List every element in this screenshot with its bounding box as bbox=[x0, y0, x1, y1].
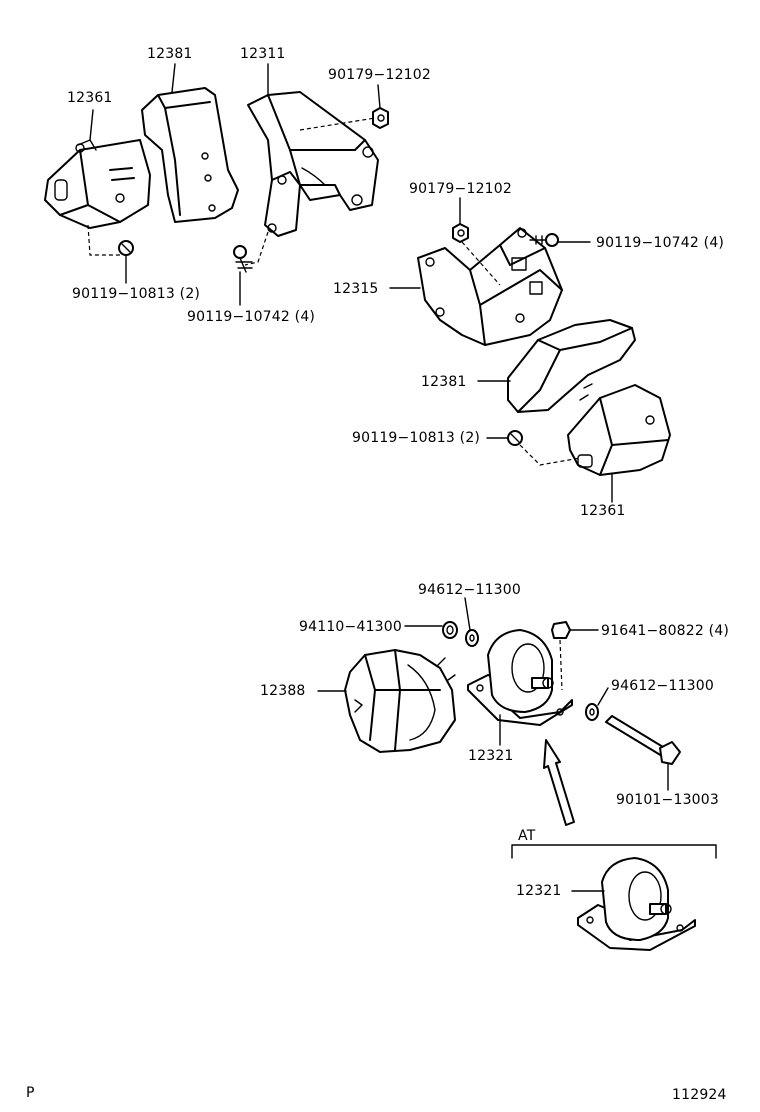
dash-90119-10742-top bbox=[244, 231, 269, 266]
bracket-12315 bbox=[417, 227, 563, 346]
label-12381-top: 12381 bbox=[147, 46, 193, 62]
bolt-90119-10813-mid bbox=[507, 430, 523, 446]
label-12388: 12388 bbox=[260, 683, 306, 699]
engine-mount-12321 bbox=[467, 629, 573, 726]
leader-94612-top bbox=[464, 597, 471, 631]
label-90119-10742-right: 90119−10742 (4) bbox=[596, 235, 725, 251]
bolt-90119-10813-top bbox=[118, 240, 134, 256]
label-90179-12102-top: 90179−12102 bbox=[328, 67, 432, 83]
label-94110-41300: 94110−41300 bbox=[299, 619, 403, 635]
label-12361-mid: 12361 bbox=[580, 503, 626, 519]
bolt-90119-10742-right bbox=[529, 233, 559, 247]
corner-label-left: P bbox=[26, 1085, 35, 1101]
label-12315: 12315 bbox=[333, 281, 379, 297]
dash-90179-mid bbox=[461, 241, 501, 286]
engine-mount-12321-at bbox=[577, 857, 696, 951]
label-90179-12102-mid: 90179−12102 bbox=[409, 181, 513, 197]
label-94612-11300-right: 94612−11300 bbox=[611, 678, 715, 694]
leader-94612-right bbox=[597, 687, 609, 706]
label-12381-mid: 12381 bbox=[421, 374, 467, 390]
label-12311: 12311 bbox=[240, 46, 286, 62]
label-12361-top: 12361 bbox=[67, 90, 113, 106]
label-91641-80822: 91641−80822 (4) bbox=[601, 623, 730, 639]
engine-mount-12361-mid bbox=[567, 383, 671, 476]
leader-12381-top bbox=[171, 63, 176, 93]
insulator-12381-mid bbox=[507, 319, 636, 413]
bolt-91641-80822 bbox=[551, 621, 571, 691]
bracket-12311 bbox=[247, 91, 379, 237]
engine-mount-12361-top bbox=[44, 139, 151, 229]
label-90119-10813-mid: 90119−10813 (2) bbox=[352, 430, 481, 446]
housing-12388 bbox=[344, 649, 456, 753]
label-90101-13003: 90101−13003 bbox=[616, 792, 720, 808]
corner-label-right: 112924 bbox=[672, 1087, 727, 1103]
label-12321-main: 12321 bbox=[468, 748, 514, 764]
leader-90179-top bbox=[377, 84, 381, 109]
insulator-12381-top bbox=[141, 87, 239, 223]
washer-94612-11300-right bbox=[585, 703, 599, 721]
at-bracket-line bbox=[511, 844, 717, 859]
dash-90119-10813-mid bbox=[519, 444, 581, 466]
label-90119-10813-top: 90119−10813 (2) bbox=[72, 286, 201, 302]
arrow-up bbox=[543, 739, 575, 826]
label-at: AT bbox=[518, 828, 536, 844]
bolt-90101-13003 bbox=[605, 715, 681, 765]
leader-12361-top bbox=[89, 109, 94, 141]
nut-90179-12102-mid bbox=[452, 223, 469, 243]
label-12321-at: 12321 bbox=[516, 883, 562, 899]
washer-94612-11300-top bbox=[465, 629, 479, 647]
nut-94110-41300 bbox=[442, 621, 458, 639]
label-90119-10742-top: 90119−10742 (4) bbox=[187, 309, 316, 325]
bolt-90119-10742-top bbox=[233, 245, 253, 273]
label-94612-11300-top: 94612−11300 bbox=[418, 582, 522, 598]
dash-12361-top bbox=[87, 224, 120, 256]
dash-90179-top bbox=[299, 117, 376, 131]
nut-90179-12102-top bbox=[372, 107, 389, 129]
